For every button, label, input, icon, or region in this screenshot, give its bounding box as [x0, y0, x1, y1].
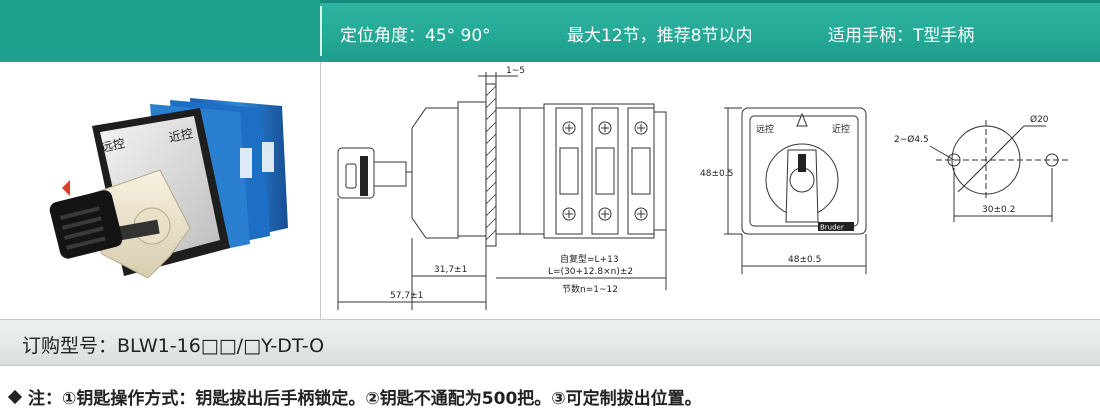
dim-height: 48±0.5 [700, 169, 733, 179]
photo-label-near: 近控 [168, 126, 194, 145]
self-return-length: 自复型=L+13 [560, 253, 619, 265]
note-text: 注：①钥匙操作方式：钥匙拔出后手柄锁定。②钥匙不通配为500把。③可定制拔出位置… [28, 389, 702, 409]
sections-range: 节数n=1~12 [562, 283, 618, 295]
product-body-area [0, 62, 1100, 320]
dim-spacing: 30±0.2 [982, 205, 1015, 215]
brand-label: Bruder [820, 224, 844, 232]
length-formula: L=(30+12.8×n)±2 [548, 267, 633, 277]
dim-overall: 57,7±1 [390, 291, 423, 301]
photo-label-far: 远控 [100, 136, 126, 155]
note-line: 注：①钥匙操作方式：钥匙拔出后手柄锁定。②钥匙不通配为500把。③可定制拔出位置… [7, 384, 702, 409]
front-label-near: 近控 [832, 123, 850, 135]
dim-width: 48±0.5 [788, 255, 821, 265]
order-model: 订购型号：BLW1-16□□/□Y-DT-O [22, 335, 325, 357]
product-photo: 远控 近控 [49, 98, 288, 279]
header-left-block [0, 0, 320, 62]
order-bar [0, 320, 1100, 366]
spec-sections: 最大12节，推荐8节以内 [567, 26, 753, 46]
terminal-blocks [555, 107, 655, 235]
spec-handle: 适用手柄：T型手柄 [828, 26, 975, 46]
dim-diameter: Ø20 [1030, 114, 1049, 125]
cutout-view: Ø20 2−Ø4.5 30±0.2 [894, 114, 1070, 222]
dim-gap: 1~5 [506, 66, 525, 76]
header-divider [320, 6, 322, 56]
dim-front: 31,7±1 [434, 265, 467, 275]
spec-angle: 定位角度：45° 90° [340, 26, 491, 46]
column-divider [320, 62, 321, 320]
dim-holes: 2−Ø4.5 [894, 134, 929, 145]
front-view: 远控 近控 Bruder 48±0.5 48±0.5 [700, 107, 867, 274]
technical-drawing: 1~5 31,7±1 57,7±1 自复型=L+13 L=(30+12.8×n)… [337, 66, 1070, 310]
front-label-far: 远控 [756, 123, 774, 135]
diamond-bullet-icon [7, 389, 23, 405]
side-view: 1~5 31,7±1 57,7±1 自复型=L+13 L=(30+12.8×n)… [337, 66, 667, 310]
